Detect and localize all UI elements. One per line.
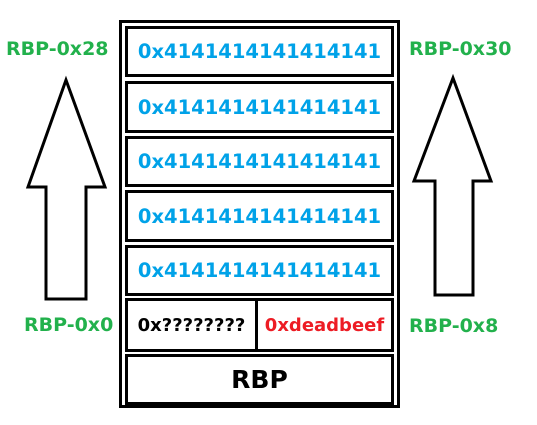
deadbeef-value-cell: 0xdeadbeef (255, 298, 394, 352)
offset-label-bottom-left: RBP-0x0 (24, 314, 114, 336)
stack-row: 0x4141414141414141 (125, 81, 394, 133)
stack-row: 0x4141414141414141 (125, 136, 394, 187)
stack-row: 0x4141414141414141 (125, 26, 394, 77)
unknown-value-cell: 0x???????? (125, 298, 258, 352)
rbp-base-cell: RBP (125, 354, 394, 405)
offset-label-top-left: RBP-0x28 (6, 38, 109, 60)
stack-row: 0x4141414141414141 (125, 190, 394, 242)
stack-row: 0x4141414141414141 (125, 245, 394, 296)
stack-frame: 0x4141414141414141 0x4141414141414141 0x… (119, 20, 400, 408)
offset-label-top-right: RBP-0x30 (409, 38, 512, 60)
offset-label-bottom-right: RBP-0x8 (409, 315, 499, 337)
